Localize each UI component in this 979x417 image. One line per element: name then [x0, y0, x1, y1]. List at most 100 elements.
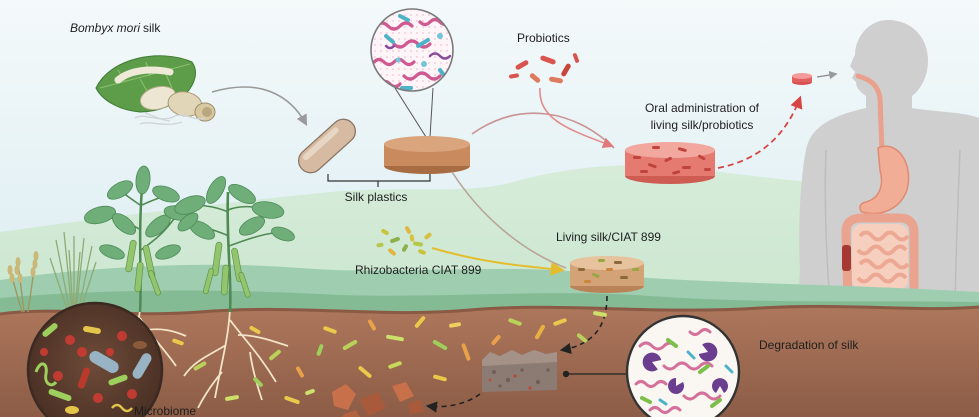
digestive-tract-part — [856, 230, 910, 284]
microbiome-circle-part-part — [48, 388, 72, 402]
arrow-rhizobacteria-to-living — [431, 247, 565, 276]
silk-plastics-bracket — [327, 174, 431, 187]
legume-plant-left-part-part — [99, 244, 125, 260]
silk-fiber-magnifier-part-part-part — [384, 44, 396, 50]
wheat-plant-part-part — [17, 273, 23, 283]
living-silk-ciat-disc-part-part — [620, 276, 628, 279]
legume-plant-right-part-part — [238, 216, 266, 236]
wheat-plant-part-part — [33, 251, 39, 261]
bombyx-species: Bombyx mori — [70, 21, 140, 35]
living-silk-probiotics-disc-part-part — [704, 168, 711, 171]
oral-administration-label-line1: Oral administration of — [645, 101, 760, 115]
bacteria-icon-part — [549, 76, 563, 84]
legume-plant-right-part-part — [211, 241, 223, 277]
legume-plant-right-part-part — [202, 268, 215, 295]
soil-bacterium — [316, 344, 324, 356]
soil-bacterium — [253, 377, 263, 387]
microbiome-circle-part-part — [42, 323, 58, 337]
degradation-circle-part — [627, 316, 739, 417]
living-silk-ciat-disc-part-part — [584, 280, 591, 283]
legume-plant-left-part-part — [155, 244, 181, 260]
cocoon-icon-part — [114, 66, 174, 84]
legume-plant-right-part-part — [271, 226, 295, 242]
microbiome-circle-part-part-part — [117, 331, 127, 341]
silk-fragments-part — [392, 382, 414, 402]
soil-bacterium — [269, 349, 281, 361]
magnifier-lines — [394, 87, 434, 138]
living-silk-probiotics-disc-part-part — [640, 170, 648, 173]
silk-fiber-magnifier-part-part-part — [416, 38, 430, 48]
bacteria-icon-part — [572, 53, 580, 63]
living-silk-label: Living silk/CIAT 899 — [556, 230, 661, 244]
legume-plant-left-part-part — [135, 165, 151, 195]
living-silk-probiotics-disc-part-part — [682, 166, 691, 169]
degrading-silk-block-part — [492, 368, 550, 388]
bacteria-icon — [509, 53, 580, 84]
legume-plant-right-part-part — [251, 201, 285, 219]
cocoon-icon — [95, 55, 216, 125]
oral-tablet-part — [792, 73, 812, 79]
rhizobacterium — [418, 249, 426, 255]
wheat-plant-part-part — [7, 265, 13, 275]
degradation-circle-part-part-part — [682, 391, 722, 401]
digestive-tract-part — [855, 73, 885, 155]
silk-plastic-capsule-part — [298, 118, 356, 174]
living-silk-probiotics-disc-part-part — [652, 146, 660, 149]
microbiome-circle-part-part — [133, 341, 147, 349]
silk-fiber-magnifier-part-part-part — [372, 57, 416, 67]
degradation-circle-part-part-part — [686, 350, 696, 360]
living-silk-ciat-disc — [570, 256, 644, 293]
silk-fiber-magnifier-part-part-part — [395, 57, 401, 63]
living-silk-probiotics-disc-part-part — [664, 156, 672, 163]
degradation-circle-part-part-part — [666, 338, 678, 348]
degradation-circle-part-part-part — [648, 406, 682, 414]
degradation-circle-part-part-part — [710, 398, 722, 408]
degradation-circle-part-part-part — [642, 352, 662, 372]
arrow-silk-to-plastic — [211, 86, 308, 126]
silk-fiber-magnifier-part — [370, 8, 454, 92]
living-silk-ciat-disc-part-part — [598, 259, 605, 262]
rhizobacterium — [413, 241, 423, 247]
wheat-plant-part-part — [30, 267, 36, 277]
living-silk-probiotics-disc-part-part — [647, 163, 657, 169]
degradation-circle-part-part-part — [668, 377, 685, 394]
legume-plant-right-part — [226, 191, 232, 313]
degrading-silk-block-part-part — [488, 378, 492, 382]
arrow-plastic-to-living — [451, 171, 567, 269]
silk-plastic-capsule — [298, 118, 356, 174]
digestive-tract-part — [842, 245, 851, 271]
human-silhouette-icon-part — [954, 149, 961, 306]
soil-bacterium — [284, 395, 300, 405]
soil-bacterium — [576, 333, 588, 343]
arrow-tablet-to-mouth — [816, 70, 838, 80]
legume-plant-right-part — [202, 241, 251, 298]
silk-fiber-magnifier-part-part — [384, 44, 452, 60]
plant-roots-right — [183, 309, 289, 409]
living-silk-ciat-disc-part-part — [606, 268, 613, 271]
rhizobacterium — [388, 248, 396, 256]
rhizobacterium — [390, 236, 400, 244]
magnifier-lines-part — [429, 87, 434, 138]
wheat-plant-part-part — [32, 259, 38, 269]
degradation-circle-part-part-part — [634, 380, 668, 388]
living-silk-probiotics-disc-part-part — [633, 156, 641, 159]
grass-tuft — [49, 231, 97, 313]
degrading-silk-block-part-part — [513, 374, 517, 378]
degrading-silk-block-part-part — [535, 379, 541, 385]
living-silk-ciat-disc-part — [578, 259, 639, 283]
silk-plastics-label: Silk plastics — [345, 190, 408, 204]
wheat-plant-part-part — [15, 257, 21, 267]
legume-plant-left-part-part — [134, 261, 144, 293]
cocoon-icon-part — [202, 107, 212, 117]
living-silk-probiotics-disc-part-part — [672, 170, 681, 175]
legume-plant-right-part-part — [228, 183, 256, 205]
silk-plastic-capsule-part — [302, 127, 339, 161]
microbiome-label: Microbiome — [134, 404, 196, 417]
degradation-circle-part-part-part — [698, 342, 718, 362]
digestive-tract-part — [859, 145, 910, 215]
microbiome-circle-part-part — [111, 403, 133, 413]
rhizobacterium — [402, 244, 408, 252]
soil-edge — [0, 304, 979, 316]
arrow-oral-to-human — [717, 95, 803, 169]
